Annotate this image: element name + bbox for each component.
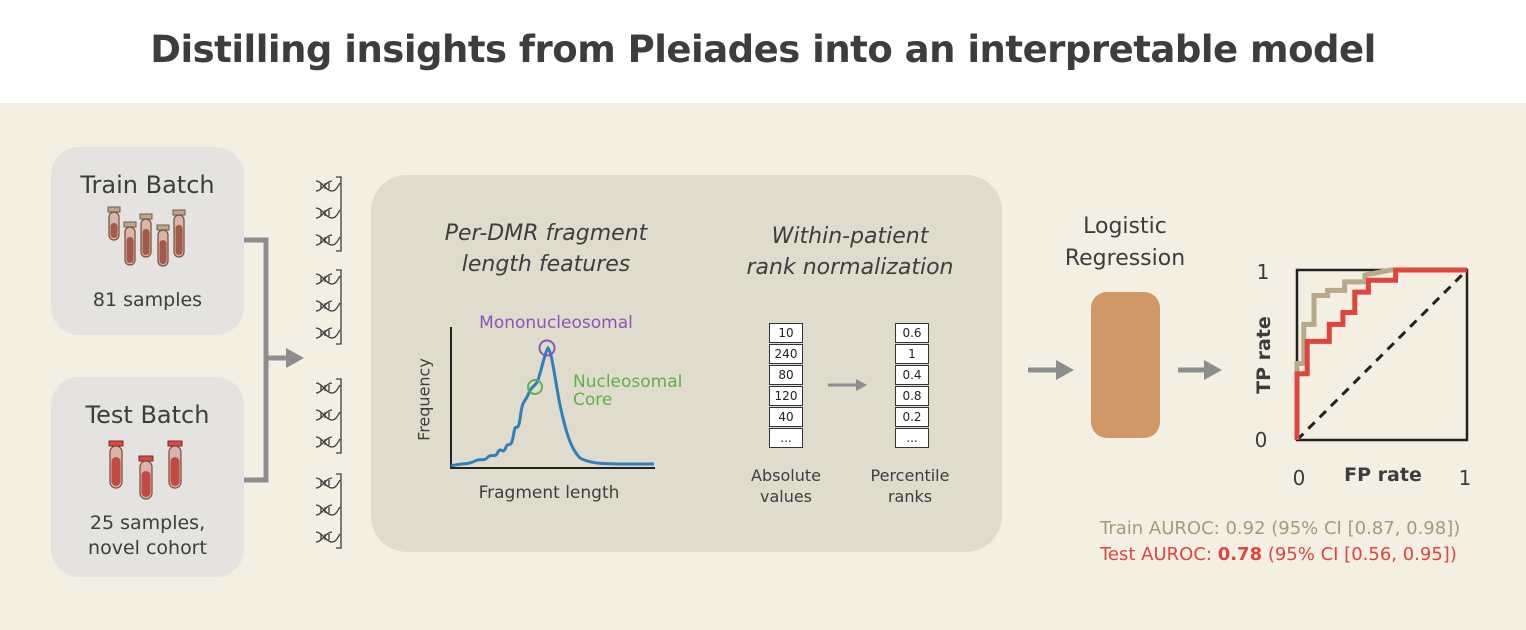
- rank-normalization-title-line1: Within-patient: [771, 224, 929, 249]
- roc-chance-line: [1295, 268, 1469, 442]
- absolute-value-cell: ...: [769, 428, 803, 448]
- mononucleosomal-marker: [538, 339, 556, 357]
- absolute-value-cell: 120: [769, 386, 803, 406]
- test-samples-line2: novel cohort: [88, 537, 207, 559]
- nucleosomal-core-label-line1: Nucleosomal: [573, 372, 683, 392]
- roc-train-curve: [1294, 267, 1467, 440]
- train-batch-card: Train Batch 81 samples: [51, 147, 244, 335]
- percentile-rank-cell: 0.8: [895, 386, 929, 406]
- absolute-values-label-line2: values: [759, 487, 813, 506]
- absolute-value-cell: 240: [769, 344, 803, 364]
- nucleosomal-core-marker: [527, 379, 543, 395]
- model-label-line2: Regression: [1064, 246, 1186, 271]
- test-auroc-prefix: Test AUROC:: [1100, 544, 1218, 565]
- train-auroc-ci: (95% CI [0.87, 0.98]): [1265, 518, 1461, 539]
- dna-helix-icon: [315, 207, 341, 219]
- dna-group-bracket: [336, 473, 342, 549]
- dna-helix-icon: [315, 477, 341, 489]
- dna-helix-icon: [315, 382, 341, 394]
- roc-ytick-top: 1: [1256, 260, 1270, 284]
- dna-helix-icon: [315, 180, 341, 192]
- dna-helix-icon: [315, 327, 341, 339]
- logistic-regression-block: [1091, 292, 1160, 438]
- mononucleosomal-label: Mononucleosomal: [479, 313, 633, 333]
- page-title: Distilling insights from Pleiades into a…: [150, 28, 1376, 71]
- train-samples-label: 81 samples: [92, 289, 203, 311]
- percentile-ranks-label-line2: ranks: [887, 487, 933, 506]
- dna-group-bracket: [336, 176, 342, 252]
- test-batch-title: Test Batch: [85, 401, 210, 429]
- train-auroc-prefix: Train AUROC:: [1100, 518, 1226, 539]
- fragment-plot-axes: [450, 327, 655, 469]
- percentile-rank-cell: 0.2: [895, 407, 929, 427]
- train-batch-title: Train Batch: [80, 171, 215, 199]
- percentile-rank-cell: 0.4: [895, 365, 929, 385]
- fragment-length-curve: [450, 345, 655, 468]
- fragment-features-title-line2: length features: [461, 252, 631, 277]
- dna-group-bracket: [336, 378, 342, 454]
- test-auroc-line: Test AUROC: 0.78 (95% CI [0.56, 0.95]): [1100, 544, 1457, 565]
- absolute-values-label-line1: Absolute: [751, 466, 821, 485]
- dna-helix-icon: [315, 273, 341, 285]
- percentile-rank-cell: ...: [895, 428, 929, 448]
- percentile-rank-cell: 0.6: [895, 323, 929, 343]
- roc-test-curve: [1294, 267, 1467, 440]
- test-samples-line1: 25 samples,: [89, 512, 206, 534]
- dna-helix-icon: [315, 300, 341, 312]
- absolute-value-cell: 40: [769, 407, 803, 427]
- model-label-line1: Logistic: [1083, 214, 1167, 239]
- dna-helix-icon: [315, 504, 341, 516]
- train-tubes-icon: [107, 206, 186, 267]
- dna-helix-icon: [315, 531, 341, 543]
- percentile-rank-cell: 1: [895, 344, 929, 364]
- percentile-ranks-label-line1: Percentile: [870, 466, 950, 485]
- test-tubes-icon: [108, 440, 183, 500]
- absolute-value-cell: 10: [769, 323, 803, 343]
- dna-group-bracket: [336, 269, 342, 345]
- dna-helix-icon: [315, 409, 341, 421]
- nucleosomal-core-label-line2: Core: [573, 390, 613, 410]
- train-auroc-value: 0.92: [1225, 518, 1266, 539]
- absolute-value-cell: 80: [769, 365, 803, 385]
- roc-xtick-right: 1: [1458, 466, 1472, 490]
- test-auroc-value: 0.78: [1217, 544, 1263, 565]
- dna-helix-icon: [315, 436, 341, 448]
- roc-ytick-bottom: 0: [1254, 428, 1268, 452]
- roc-ylabel: TP rate: [1253, 316, 1275, 394]
- train-auroc-line: Train AUROC: 0.92 (95% CI [0.87, 0.98]): [1100, 518, 1460, 539]
- fragment-plot-xlabel: Fragment length: [478, 483, 620, 503]
- roc-xlabel: FP rate: [1344, 464, 1422, 486]
- dna-helix-icon: [315, 234, 341, 246]
- roc-xtick-left: 0: [1292, 466, 1306, 490]
- fragment-features-title-line1: Per-DMR fragment: [444, 221, 648, 246]
- test-batch-card: Test Batch 25 samples, novel cohort: [51, 377, 244, 577]
- rank-normalization-title-line2: rank normalization: [746, 255, 954, 280]
- test-auroc-ci: (95% CI [0.56, 0.95]): [1262, 544, 1457, 565]
